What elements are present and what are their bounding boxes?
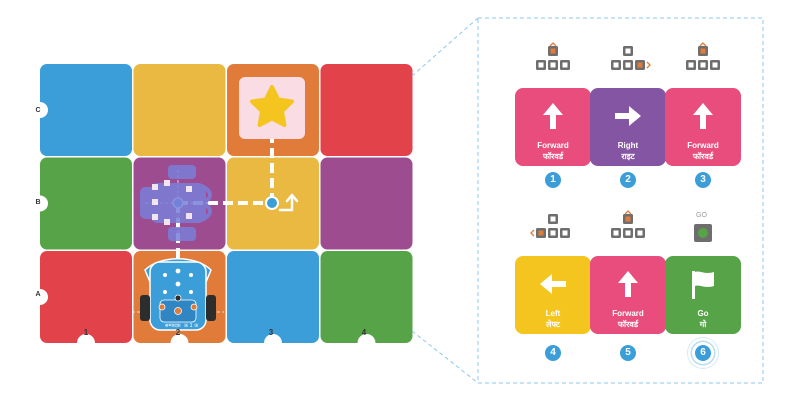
command-card-4[interactable]: Left लेफ्ट <box>515 256 591 334</box>
board-cell <box>227 251 319 343</box>
command-label-hindi: फॉरवर्ड <box>692 152 714 161</box>
command-card-5[interactable]: Forward फॉरवर्ड <box>590 256 666 334</box>
sensor-square <box>548 60 558 70</box>
arrow-up-icon <box>515 102 591 135</box>
sensor-square <box>623 60 633 70</box>
sensor-square <box>698 60 708 70</box>
step-number-6: 6 <box>695 345 711 361</box>
sensor-chevron-icon <box>699 42 707 47</box>
board-cell <box>133 64 226 156</box>
path-node-turn <box>265 196 279 210</box>
row-notch <box>32 102 48 118</box>
sensor-square <box>698 46 708 56</box>
sensor-square <box>611 60 621 70</box>
go-button-sensor <box>694 224 712 242</box>
command-label: Forward <box>687 141 719 150</box>
robot-id-text: ऊ 1 ऊ <box>184 323 198 329</box>
board-cell <box>320 64 413 156</box>
star-icon <box>250 85 294 127</box>
robot: सम्पादक ऊ 1 ऊ <box>140 258 216 331</box>
step-number-3: 3 <box>695 172 711 188</box>
sensor-square <box>548 46 558 56</box>
command-label: Go <box>697 309 709 318</box>
command-label: Left <box>545 309 561 318</box>
sensor-square <box>536 60 546 70</box>
sensor-square <box>635 228 645 238</box>
board-cell <box>40 157 132 250</box>
command-label: Right <box>617 141 639 150</box>
step-number-1: 1 <box>545 172 561 188</box>
goal-tile <box>239 77 305 139</box>
board-cell <box>40 64 132 156</box>
command-card-3[interactable]: Forward फॉरवर्ड <box>665 88 741 166</box>
sensor-square <box>560 60 570 70</box>
step-number-4: 4 <box>545 345 561 361</box>
sensor-chevron-icon <box>549 42 557 47</box>
command-label-hindi: गो <box>699 320 707 329</box>
sensor-square <box>536 228 546 238</box>
sensor-square <box>548 228 558 238</box>
sensor-square <box>623 46 633 56</box>
column-label-3: 3 <box>268 328 274 337</box>
sensor-square <box>560 228 570 238</box>
sensor-square <box>623 228 633 238</box>
column-label-4: 4 <box>361 328 367 337</box>
board-cell <box>320 251 413 343</box>
column-label-2: 2 <box>175 328 181 337</box>
board-cell <box>320 157 413 250</box>
arrow-up-icon <box>665 102 741 135</box>
turn-arrow-icon <box>278 193 299 212</box>
sensor-square <box>710 60 720 70</box>
column-label-1: 1 <box>83 328 89 337</box>
command-label-hindi: फॉरवर्ड <box>542 152 564 161</box>
robot-ghost <box>140 165 212 241</box>
column-notch <box>170 334 189 352</box>
row-label-c: C <box>35 107 41 114</box>
step-number-5: 5 <box>620 345 636 361</box>
flag-icon <box>665 270 741 305</box>
sensor-diagrams <box>530 42 720 242</box>
arrow-right-icon <box>590 102 666 135</box>
arrow-up-icon <box>590 270 666 303</box>
row-label-a: A <box>35 291 41 298</box>
command-label: Forward <box>612 309 644 318</box>
command-card-6[interactable]: Go गो <box>665 256 741 334</box>
command-card-2[interactable]: Right राइट <box>590 88 666 166</box>
sensor-chevron-icon <box>530 229 535 237</box>
sensor-chevron-icon <box>646 61 651 69</box>
callout-connectors <box>411 17 479 384</box>
sensor-square <box>548 214 558 224</box>
board-cell <box>40 251 132 343</box>
column-notch <box>357 334 376 352</box>
command-label-hindi: राइट <box>621 152 635 161</box>
sensor-square <box>623 214 633 224</box>
sensor-square <box>635 60 645 70</box>
command-label-hindi: लेफ्ट <box>546 320 560 329</box>
sensor-square <box>611 228 621 238</box>
row-notch <box>32 289 48 305</box>
sensor-square <box>686 60 696 70</box>
column-notch <box>77 334 95 352</box>
command-label-hindi: फॉरवर्ड <box>617 320 639 329</box>
row-label-b: B <box>35 199 41 206</box>
column-notch <box>264 334 282 352</box>
command-card-1[interactable]: Forward फॉरवर्ड <box>515 88 591 166</box>
row-notch <box>32 195 48 212</box>
command-label: Forward <box>537 141 569 150</box>
go-caption: GO <box>696 212 707 219</box>
robot-name-text: सम्पादक <box>165 323 181 329</box>
step-number-2: 2 <box>620 172 636 188</box>
sensor-chevron-icon <box>624 210 632 215</box>
arrow-left-icon <box>515 270 591 303</box>
